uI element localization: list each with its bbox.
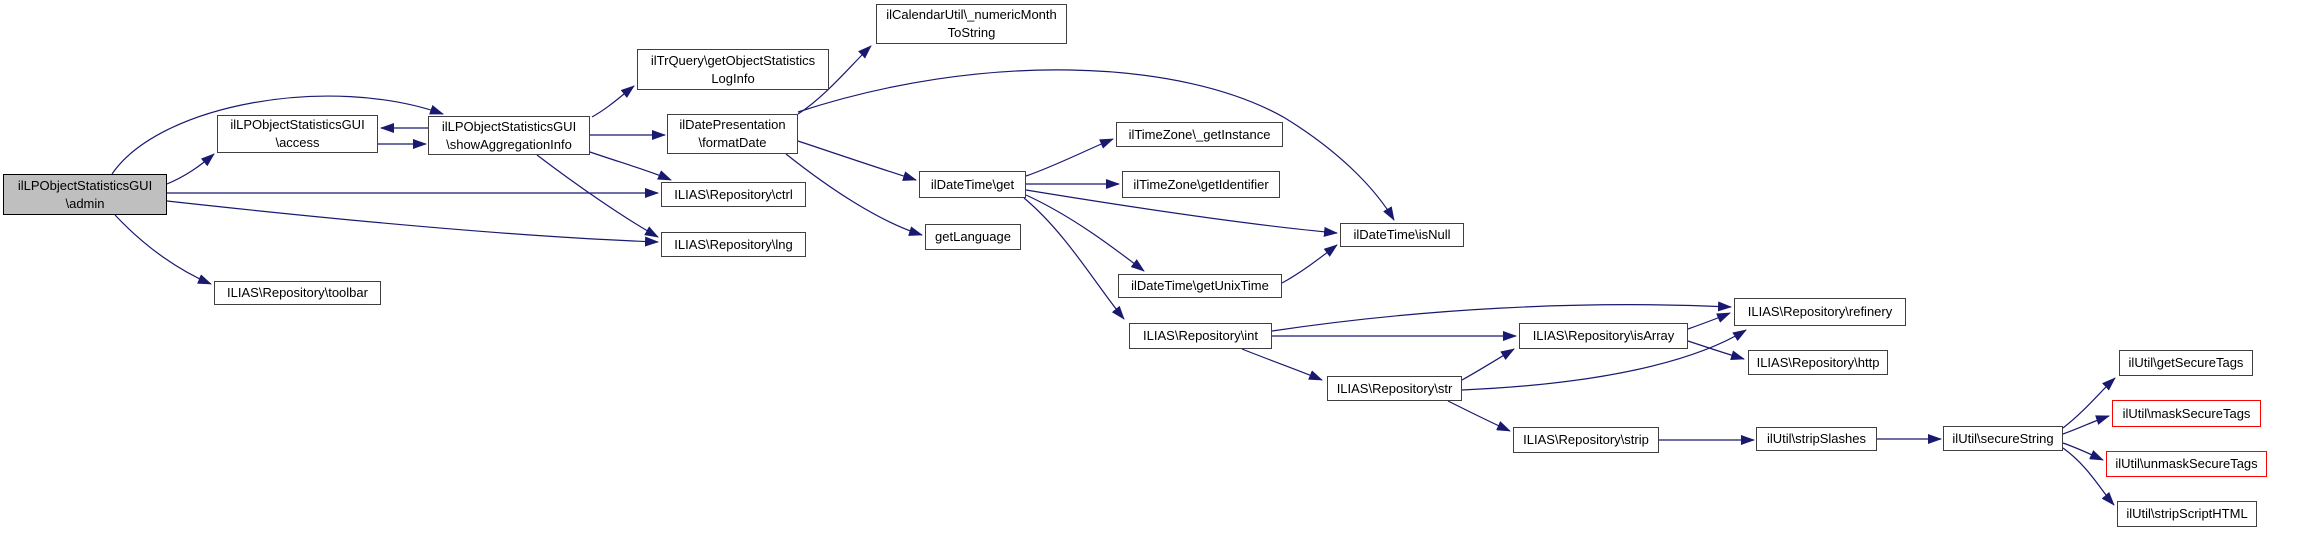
node-get[interactable]: ilDateTime\get <box>919 171 1026 198</box>
node-getUnixTime[interactable]: ilDateTime\getUnixTime <box>1118 274 1282 298</box>
node-admin-line1: ilLPObjectStatisticsGUI <box>17 177 153 193</box>
node-int-line1: ILIAS\Repository\int <box>1143 328 1258 343</box>
node-str-line1: ILIAS\Repository\str <box>1336 380 1453 396</box>
edge-get-getUnixTime <box>1025 194 1145 272</box>
node-getLanguage[interactable]: getLanguage <box>925 224 1021 250</box>
node-lng[interactable]: ILIAS\Repository\lng <box>661 232 806 257</box>
node-isArray[interactable]: ILIAS\Repository\isArray <box>1519 323 1688 349</box>
node-getIdentifier[interactable]: ilTimeZone\getIdentifier <box>1122 171 1280 198</box>
node-int[interactable]: ILIAS\Repository\int <box>1129 323 1272 349</box>
edge-secureString-getSecureTags <box>2062 377 2116 429</box>
edge-admin-toolbar <box>114 214 212 285</box>
edge-formatDate-getLanguage <box>785 153 923 236</box>
node-stripSlashes-line1: ilUtil\stripSlashes <box>1767 431 1866 446</box>
edge-get-int <box>1023 197 1125 320</box>
node-getIdentifier-line1: ilTimeZone\getIdentifier <box>1133 176 1269 192</box>
node-getInstance[interactable]: ilTimeZone\_getInstance <box>1116 122 1283 147</box>
edge-get-getInstance <box>1025 138 1114 177</box>
edge-showAggregationInfo-lng <box>536 154 659 238</box>
node-stripScriptHTML-line1: ilUtil\stripScriptHTML <box>2126 506 2248 521</box>
node-maskSecureTags[interactable]: ilUtil\maskSecureTags <box>2112 400 2261 427</box>
node-refinery-line1: ILIAS\Repository\refinery <box>1747 304 1893 319</box>
node-toolbar-line1: ILIAS\Repository\toolbar <box>227 285 368 300</box>
node-access-line1: ilLPObjectStatisticsGUI <box>230 117 365 132</box>
node-ctrl-line1: ILIAS\Repository\ctrl <box>674 186 793 202</box>
node-strip[interactable]: ILIAS\Repository\strip <box>1513 427 1659 453</box>
node-stripSlashes[interactable]: ilUtil\stripSlashes <box>1756 427 1877 451</box>
node-admin[interactable]: ilLPObjectStatisticsGUI \admin <box>3 174 167 215</box>
edge-secureString-maskSecureTags <box>2062 415 2110 435</box>
node-isNull-line1: ilDateTime\isNull <box>1353 227 1451 242</box>
edge-formatDate-get <box>797 140 917 181</box>
node-numericMonthToString-line2: ToString <box>947 25 996 40</box>
node-getObjectStatisticsLogInfo[interactable]: ilTrQuery\getObjectStatistics LogInfo <box>637 49 829 90</box>
node-stripScriptHTML[interactable]: ilUtil\stripScriptHTML <box>2117 501 2257 527</box>
node-isNull[interactable]: ilDateTime\isNull <box>1340 223 1464 247</box>
node-get-line1: ilDateTime\get <box>930 176 1015 192</box>
node-secureString-line1: ilUtil\secureString <box>1952 430 2054 446</box>
edge-get-isNull <box>1025 189 1338 237</box>
node-showAggregationInfo[interactable]: ilLPObjectStatisticsGUI \showAggregation… <box>428 116 590 155</box>
node-refinery[interactable]: ILIAS\Repository\refinery <box>1734 298 1906 326</box>
node-showAggregationInfo-line1: ilLPObjectStatisticsGUI <box>441 118 577 134</box>
edge-isArray-http <box>1687 340 1745 361</box>
node-lng-line1: ILIAS\Repository\lng <box>674 236 793 252</box>
node-unmaskSecureTags-line1: ilUtil\unmaskSecureTags <box>2115 456 2258 471</box>
node-getSecureTags-line1: ilUtil\getSecureTags <box>2128 355 2244 370</box>
edge-str-strip <box>1447 400 1511 432</box>
node-access[interactable]: ilLPObjectStatisticsGUI \access <box>217 115 378 153</box>
node-http-line1: ILIAS\Repository\http <box>1756 354 1880 370</box>
node-getSecureTags[interactable]: ilUtil\getSecureTags <box>2119 350 2253 376</box>
node-ctrl[interactable]: ILIAS\Repository\ctrl <box>661 182 806 207</box>
node-strip-line1: ILIAS\Repository\strip <box>1523 432 1649 447</box>
node-str[interactable]: ILIAS\Repository\str <box>1327 376 1462 401</box>
edge-showAggregationInfo-ctrl <box>589 151 672 181</box>
node-http[interactable]: ILIAS\Repository\http <box>1748 350 1888 375</box>
edge-secureString-unmaskSecureTags <box>2062 442 2104 461</box>
edge-admin-lng <box>166 200 659 247</box>
node-numericMonthToString[interactable]: ilCalendarUtil\_numericMonth ToString <box>876 4 1067 44</box>
edge-admin-access <box>166 153 215 185</box>
edge-str-refinery <box>1461 329 1747 391</box>
edge-int-refinery <box>1271 301 1732 332</box>
edge-showAggregationInfo-getObjectStatisticsLogInfo <box>591 85 635 118</box>
node-maskSecureTags-line1: ilUtil\maskSecureTags <box>2122 405 2251 421</box>
node-numericMonthToString-line1: ilCalendarUtil\_numericMonth <box>886 7 1057 22</box>
node-getInstance-line1: ilTimeZone\_getInstance <box>1128 126 1271 142</box>
edge-secureString-stripScriptHTML <box>2062 447 2115 506</box>
node-access-line2: \access <box>275 135 320 150</box>
node-isArray-line1: ILIAS\Repository\isArray <box>1532 328 1675 343</box>
node-getUnixTime-line1: ilDateTime\getUnixTime <box>1131 278 1269 293</box>
node-showAggregationInfo-line2: \showAggregationInfo <box>446 136 572 152</box>
node-formatDate-line1: ilDatePresentation <box>679 117 786 132</box>
node-admin-line2: \admin <box>65 195 105 211</box>
edge-int-str <box>1241 348 1323 381</box>
edge-isArray-refinery <box>1687 312 1731 330</box>
edge-formatDate-numericMonthToString <box>797 45 872 115</box>
node-getObjectStatisticsLogInfo-line1: ilTrQuery\getObjectStatistics <box>650 52 816 68</box>
node-unmaskSecureTags[interactable]: ilUtil\unmaskSecureTags <box>2106 451 2267 477</box>
node-toolbar[interactable]: ILIAS\Repository\toolbar <box>214 281 381 305</box>
edge-str-isArray <box>1461 348 1515 381</box>
node-formatDate-line2: \formatDate <box>698 135 767 150</box>
node-formatDate[interactable]: ilDatePresentation \formatDate <box>667 114 798 154</box>
node-secureString[interactable]: ilUtil\secureString <box>1943 426 2063 451</box>
edge-formatDate-isNull <box>797 69 1395 221</box>
node-getObjectStatisticsLogInfo-line2: LogInfo <box>711 70 755 86</box>
edge-getUnixTime-isNull <box>1281 244 1338 284</box>
edge-admin-showAggregationInfo <box>111 95 444 175</box>
node-getLanguage-line1: getLanguage <box>935 229 1011 244</box>
